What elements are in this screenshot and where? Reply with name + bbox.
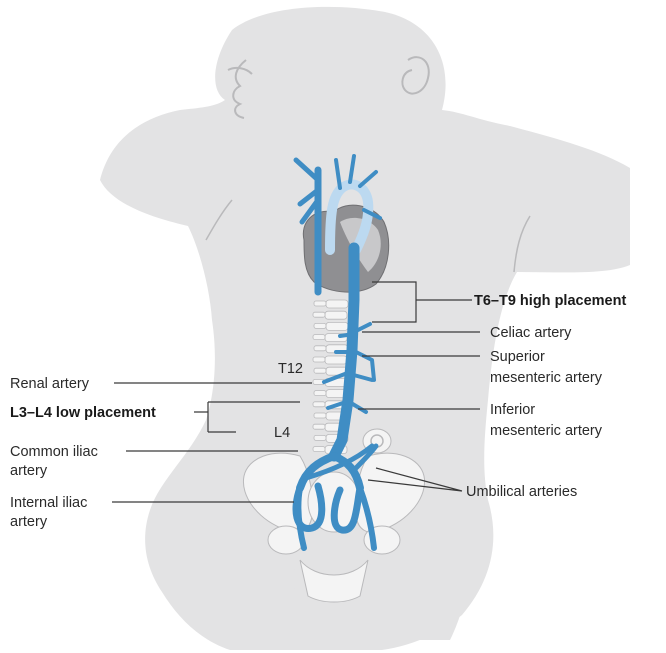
- label-ima-1: Inferior: [490, 402, 535, 418]
- vertebra-process: [314, 413, 326, 418]
- label-t12: T12: [278, 361, 303, 377]
- vertebra-process: [314, 391, 326, 396]
- vertebra-process: [314, 435, 326, 440]
- label-internal-iliac-1: Internal iliac: [10, 495, 87, 511]
- vertebra-process: [314, 346, 326, 351]
- label-common-iliac-1: Common iliac: [10, 444, 98, 460]
- vertebra-process: [313, 402, 325, 407]
- label-sma-2: mesenteric artery: [490, 370, 603, 386]
- vertebra-process: [313, 447, 325, 452]
- vertebra-process: [314, 368, 326, 373]
- vertebra-process: [314, 323, 326, 328]
- vertebra-process: [313, 357, 325, 362]
- label-celiac: Celiac artery: [490, 325, 572, 341]
- vertebra: [326, 300, 348, 308]
- vertebra: [325, 311, 347, 319]
- label-l4: L4: [274, 425, 290, 441]
- right-leg: [400, 520, 467, 640]
- vertebra-process: [313, 424, 325, 429]
- label-ima-2: mesenteric artery: [490, 423, 603, 439]
- vertebra-process: [313, 335, 325, 340]
- label-l3-l4: L3–L4 low placement: [10, 405, 156, 421]
- vertebra-process: [314, 301, 326, 306]
- vertebra: [326, 322, 348, 330]
- label-internal-iliac-2: artery: [10, 514, 48, 530]
- label-sma-1: Superior: [490, 349, 545, 365]
- label-common-iliac-2: artery: [10, 463, 48, 479]
- vertebra: [325, 356, 347, 364]
- label-umbilical: Umbilical arteries: [466, 484, 577, 500]
- label-renal: Renal artery: [10, 376, 90, 392]
- vertebra-process: [313, 312, 325, 317]
- label-t6-t9: T6–T9 high placement: [474, 293, 626, 309]
